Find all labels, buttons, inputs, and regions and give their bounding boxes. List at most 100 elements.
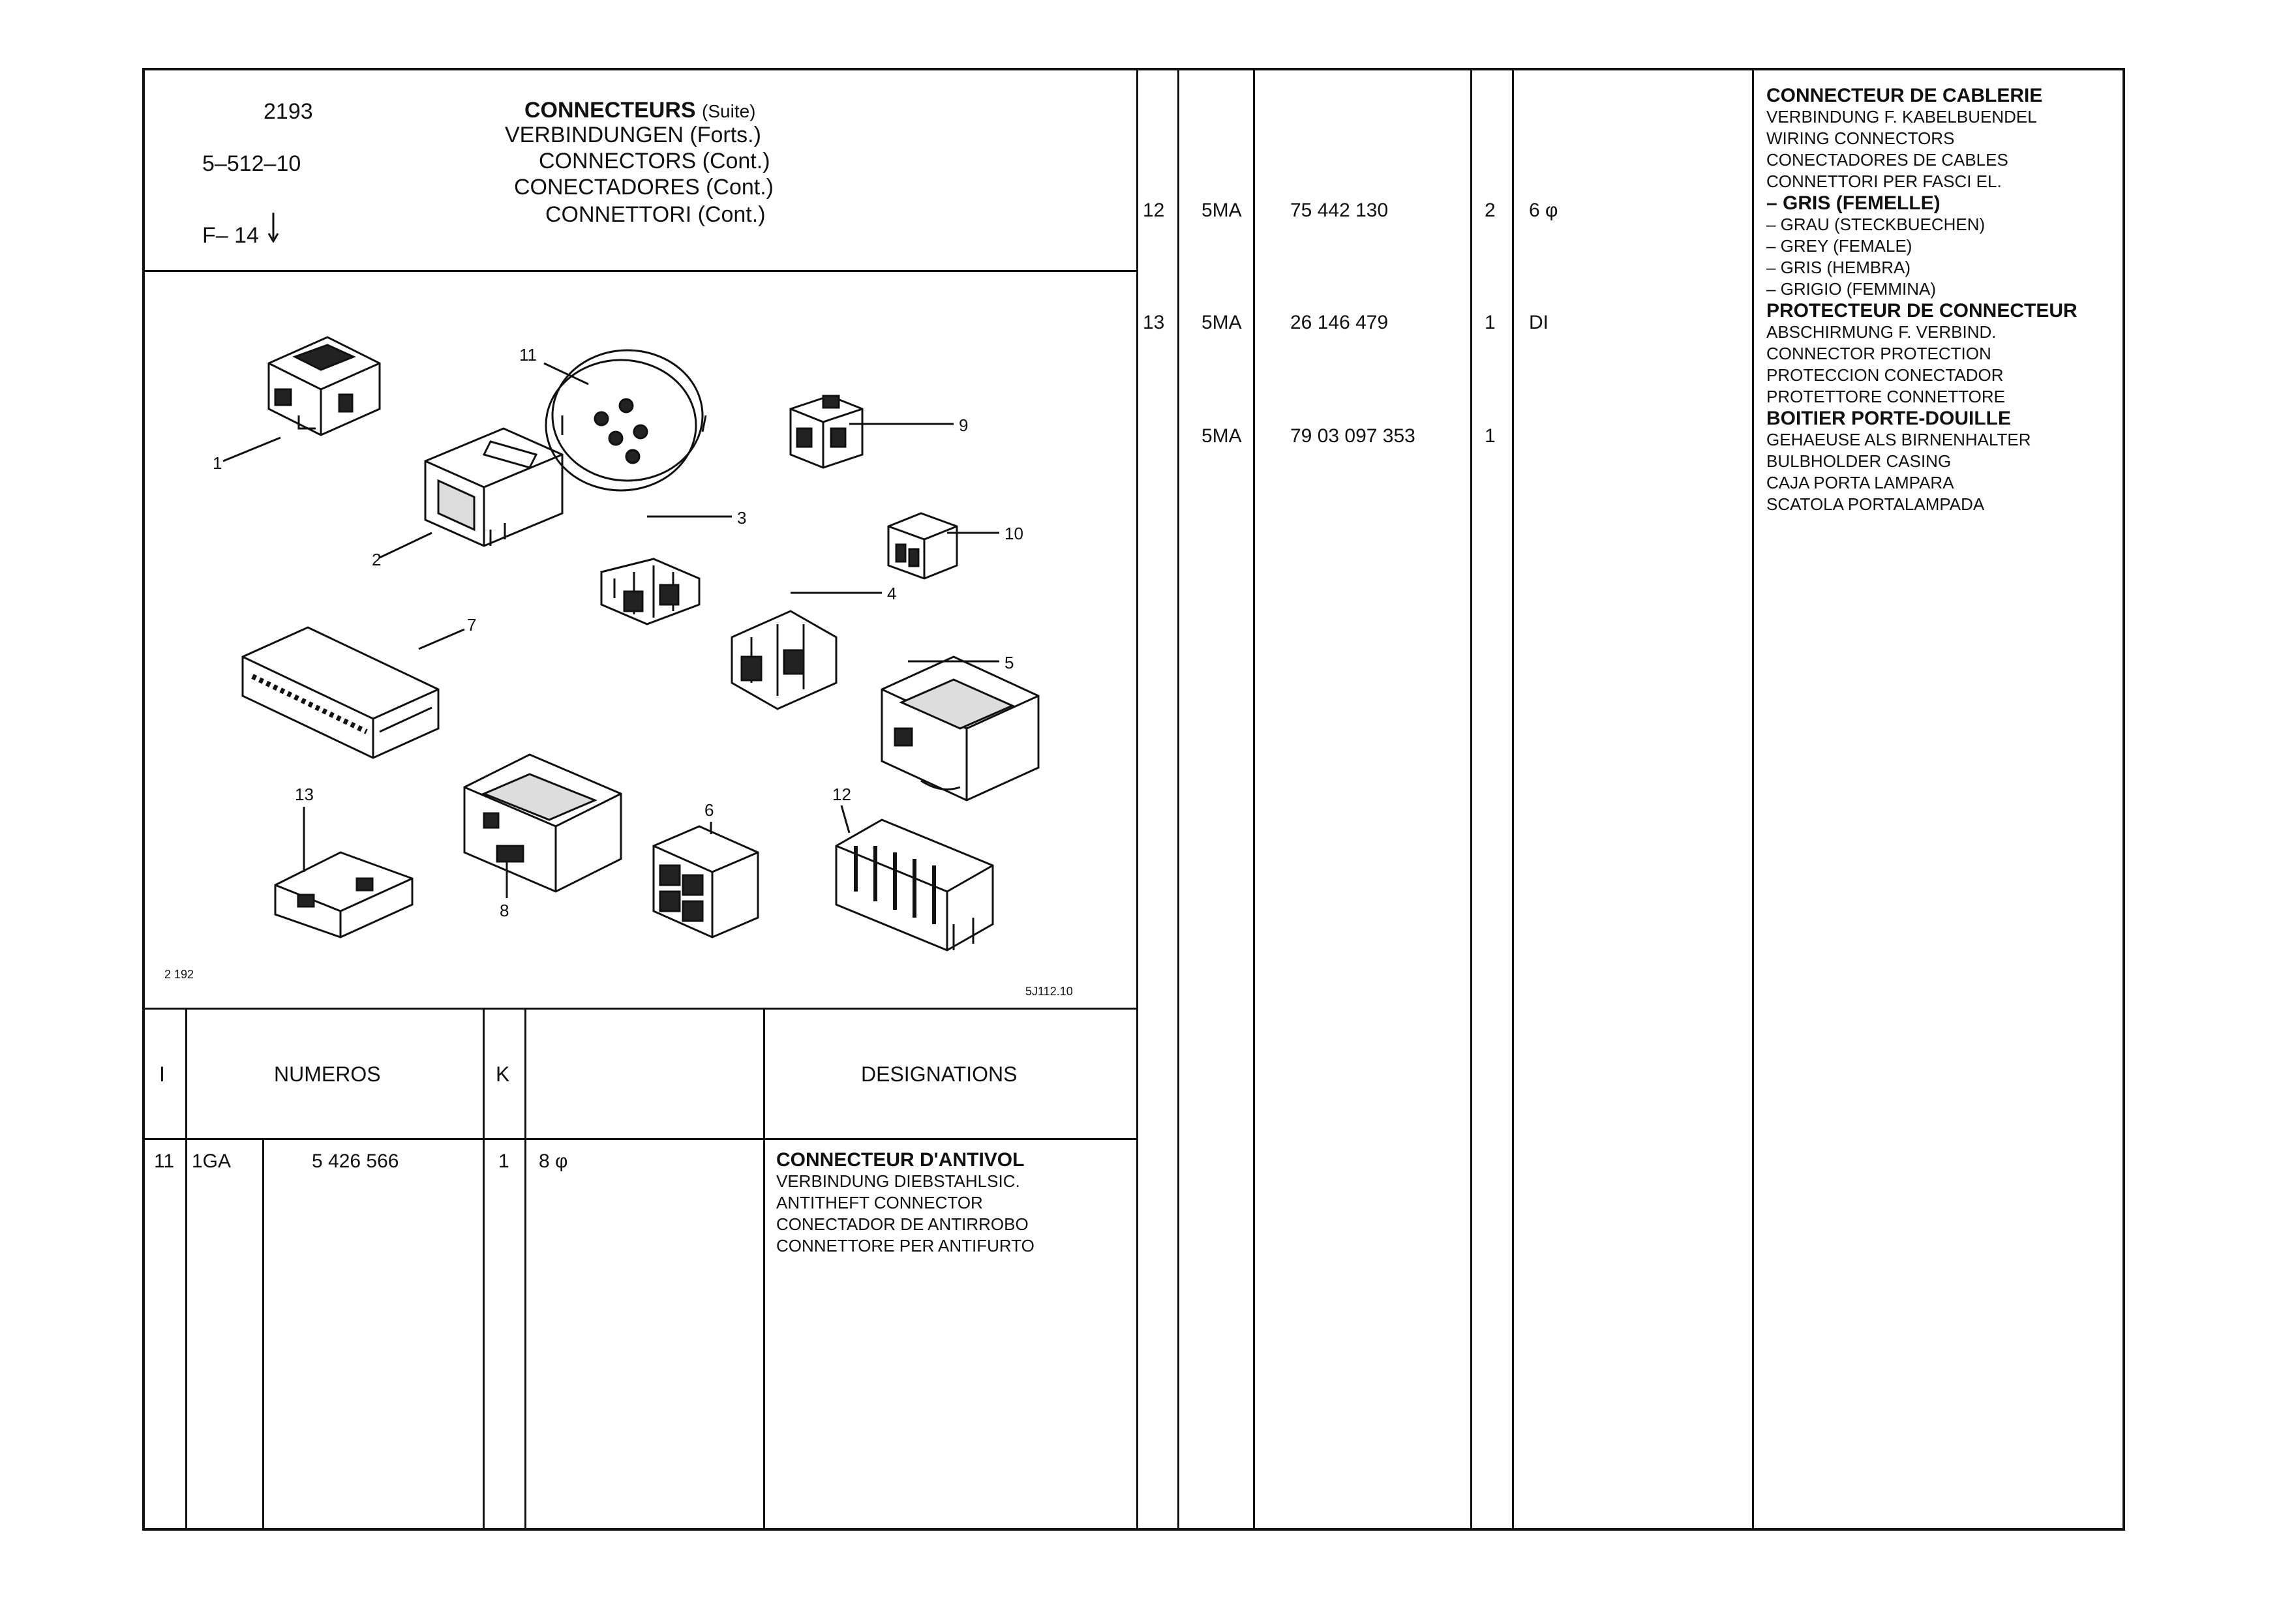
designation-line: – GRIS (FEMELLE): [1766, 192, 1941, 214]
callout-12: 12: [832, 785, 851, 804]
colhead-k: K: [496, 1062, 510, 1086]
right-row-2-number: 26 146 479: [1290, 312, 1389, 333]
header-title-fr: CONNECTEURS (Suite): [524, 98, 756, 124]
left-col-line-3: [483, 1008, 485, 1529]
designation-line: CONECTADORES DE CABLES: [1766, 150, 2008, 170]
left-row-prefix: 1GA: [192, 1150, 232, 1172]
header-title-fr-main: CONNECTEURS: [524, 98, 696, 123]
header-title-fr-suffix: (Suite): [702, 101, 756, 121]
designation-line: SCATOLA PORTALAMPADA: [1766, 494, 1985, 514]
designation-line: CAJA PORTA LAMPARA: [1766, 473, 1954, 492]
part-11-drawing: [545, 349, 707, 492]
designation-line: ABSCHIRMUNG F. VERBIND.: [1766, 322, 1997, 342]
callout-6: 6: [704, 800, 714, 820]
callout-11: 11: [519, 345, 537, 365]
designation-line: – GRIGIO (FEMMINA): [1766, 279, 1936, 299]
designation-line: – GREY (FEMALE): [1766, 236, 1912, 256]
callout-1: 1: [213, 453, 222, 473]
left-row-title: CONNECTEUR D'ANTIVOL: [776, 1149, 1025, 1171]
frame-left: [142, 68, 145, 1531]
left-row-spec: 8 φ: [539, 1150, 568, 1172]
figure-ref-left: 2 192: [164, 968, 194, 981]
right-col-line-5: [1752, 68, 1754, 1531]
right-designations: CONNECTEUR DE CABLERIE VERBINDUNG F. KAB…: [1766, 85, 2119, 515]
frame-top: [142, 68, 2125, 70]
part-1-drawing: [267, 336, 381, 436]
callout-2: 2: [372, 550, 382, 569]
right-row-3-qty: 1: [1485, 425, 1496, 447]
callout-10: 10: [1004, 524, 1023, 543]
panel-split: [1136, 68, 1138, 1531]
part-5-drawing: [881, 655, 1040, 802]
part-4-drawing: [731, 610, 838, 710]
header-code-2: 5–512–10: [202, 151, 301, 176]
left-row-index: 11: [154, 1150, 175, 1172]
leader-7: [418, 628, 465, 650]
right-row-1-spec: 6 φ: [1529, 200, 1558, 221]
header-title-es: CONECTADORES (Cont.): [514, 175, 774, 200]
frame-right: [2122, 68, 2125, 1531]
designation-line: PROTECCION CONECTADOR: [1766, 365, 2004, 385]
designation-line: – GRIS (HEMBRA): [1766, 258, 1911, 277]
callout-9: 9: [959, 415, 969, 435]
left-col-line-4: [524, 1008, 526, 1529]
parts-illustration: 1 2 3 4 5 6 7 8 9 10 11 12 13 2 192 5J11…: [145, 272, 1136, 1008]
part-10-drawing: [887, 512, 958, 580]
designation-line: – GRAU (STECKBUECHEN): [1766, 215, 1986, 234]
left-row-designation: CONNECTEUR D'ANTIVOL VERBINDUNG DIEBSTAH…: [776, 1149, 1035, 1257]
colhead-designations: DESIGNATIONS: [861, 1062, 1018, 1086]
header-title-de: VERBINDUNGEN (Forts.): [505, 123, 761, 147]
part-12-drawing: [835, 819, 994, 952]
left-col-line-1: [185, 1008, 187, 1529]
down-arrow-icon: [267, 213, 279, 248]
designation-line: VERBINDUNG F. KABELBUENDEL: [1766, 107, 2037, 127]
part-13-drawing: [274, 851, 414, 939]
figure-divider: [142, 1008, 1138, 1010]
part-8-drawing: [463, 753, 622, 893]
figure-ref-right: 5J112.10: [1025, 985, 1073, 998]
header-title-en: CONNECTORS (Cont.): [539, 149, 770, 173]
part-7-drawing: [241, 626, 440, 759]
colhead-index: I: [159, 1062, 165, 1086]
right-row-2-qty: 1: [1485, 312, 1496, 333]
right-row-1-qty: 2: [1485, 200, 1496, 221]
part-2-drawing: [424, 427, 564, 547]
designation-line: PROTECTEUR DE CONNECTEUR: [1766, 300, 2077, 322]
leader-2: [379, 532, 432, 559]
right-row-3-number: 79 03 097 353: [1290, 425, 1415, 447]
callout-3: 3: [737, 508, 747, 528]
part-6-drawing: [652, 825, 759, 939]
left-row-line-2: ANTITHEFT CONNECTOR: [776, 1193, 983, 1212]
callout-7: 7: [467, 615, 477, 635]
right-row-2-spec: DI: [1529, 312, 1548, 333]
designation-line: WIRING CONNECTORS: [1766, 128, 1955, 148]
header-code-1: 2193: [264, 99, 313, 124]
designation-line: PROTETTORE CONNETTORE: [1766, 387, 2005, 406]
callout-5: 5: [1004, 653, 1014, 672]
right-row-1-prefix: 5MA: [1201, 200, 1242, 221]
frame-bottom: [142, 1528, 2125, 1531]
designation-line: CONNECTEUR DE CABLERIE: [1766, 85, 2043, 106]
right-col-line-2: [1253, 68, 1255, 1531]
left-col-line-5: [763, 1008, 765, 1529]
callout-13: 13: [295, 785, 314, 804]
designation-line: BULBHOLDER CASING: [1766, 451, 1952, 471]
left-row-line-4: CONNETTORE PER ANTIFURTO: [776, 1236, 1035, 1255]
right-col-line-1: [1177, 68, 1179, 1531]
designation-line: CONNETTORI PER FASCI EL.: [1766, 172, 2002, 191]
left-row-number: 5 426 566: [312, 1150, 399, 1172]
left-col-line-2: [262, 1140, 264, 1529]
header-title-it: CONNETTORI (Cont.): [545, 202, 766, 227]
header-divider: [142, 270, 1138, 272]
header-code-3: F– 14: [202, 213, 279, 248]
right-row-2-prefix: 5MA: [1201, 312, 1242, 333]
callout-8: 8: [500, 901, 509, 920]
colhead-divider: [142, 1138, 1138, 1140]
colhead-numeros: NUMEROS: [274, 1062, 381, 1086]
designation-line: GEHAEUSE ALS BIRNENHALTER: [1766, 430, 2031, 449]
right-row-2-index: 13: [1143, 312, 1165, 333]
designation-line: BOITIER PORTE-DOUILLE: [1766, 408, 2011, 429]
leader-1: [222, 436, 281, 462]
right-row-1-index: 12: [1143, 200, 1165, 221]
leader-11: [543, 362, 589, 385]
